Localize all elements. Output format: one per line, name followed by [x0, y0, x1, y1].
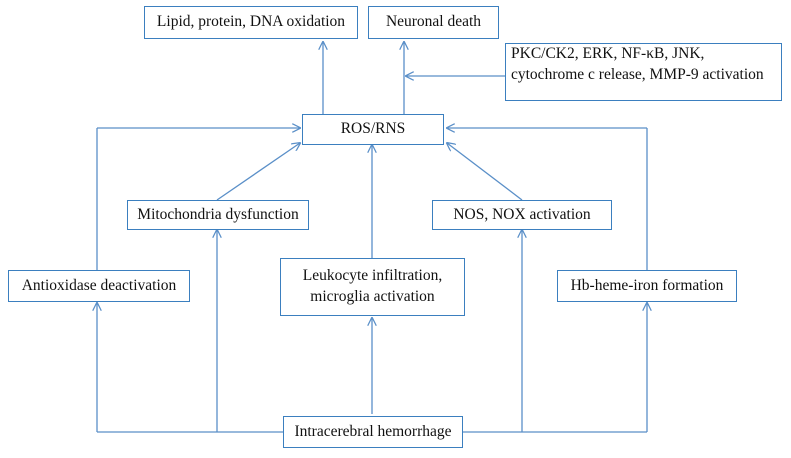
node-leukocyte-infiltration: Leukocyte infiltration, microglia activa… — [280, 258, 465, 316]
node-mitochondria-dysfunction: Mitochondria dysfunction — [127, 200, 309, 230]
node-intracerebral-hemorrhage: Intracerebral hemorrhage — [283, 416, 463, 448]
node-lipid-oxidation: Lipid, protein, DNA oxidation — [144, 6, 358, 39]
node-nos-nox-activation: NOS, NOX activation — [432, 200, 612, 230]
node-signaling-line2: cytochrome c release, MMP-9 activation — [511, 65, 764, 83]
node-signaling-line1: PKC/CK2, ERK, NF-κB, JNK, — [511, 45, 705, 62]
node-ros-rns: ROS/RNS — [302, 114, 444, 145]
node-leukocyte-line1: Leukocyte infiltration, — [302, 267, 443, 285]
node-hb-heme-iron: Hb-heme-iron formation — [557, 270, 737, 302]
node-leukocyte-line2: microglia activation — [310, 288, 435, 305]
arrow-mito-to-ros — [216, 143, 300, 201]
node-neuronal-death: Neuronal death — [368, 6, 499, 39]
arrow-nos-to-ros — [447, 143, 523, 201]
node-antioxidase-deactivation: Antioxidase deactivation — [8, 270, 190, 302]
node-signaling-pathways: PKC/CK2, ERK, NF-κB, JNK, cytochrome c r… — [505, 43, 782, 101]
